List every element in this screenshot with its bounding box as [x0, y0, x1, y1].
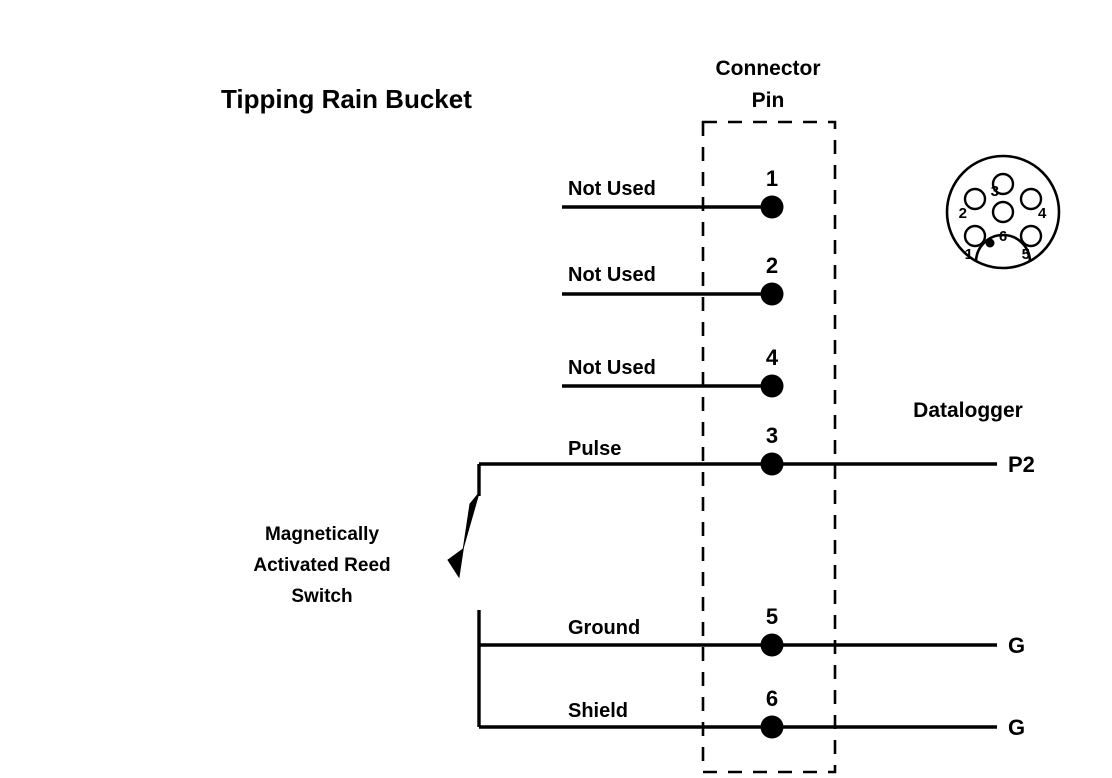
datalogger-terminal: P2	[1008, 452, 1035, 477]
wire-label: Not Used	[568, 178, 656, 200]
wire-label: Not Used	[568, 264, 656, 286]
reed-switch-annotation: Magnetically Activated Reed Switch	[253, 524, 390, 607]
pin-dot	[760, 452, 784, 476]
connector-keying-dot	[985, 238, 995, 248]
pin-dot	[760, 633, 784, 657]
annotation-line-3: Switch	[291, 586, 352, 607]
connector-pin-label-4: 4	[1038, 205, 1047, 222]
reed-switch-blade	[447, 492, 480, 579]
switch-blade-shape	[447, 492, 480, 579]
pin-number: 6	[766, 686, 778, 711]
wire-label: Pulse	[568, 438, 621, 460]
connector-hole-4	[1019, 187, 1043, 211]
datalogger-terminal: G	[1008, 633, 1025, 658]
connector-hole-1	[963, 224, 987, 248]
wire-label: Ground	[568, 617, 640, 639]
connector-pin-header-line2: Pin	[752, 89, 785, 112]
connector-notch-arc	[974, 233, 1032, 263]
connector-pin-label-6: 6	[999, 228, 1007, 245]
wire-label: Shield	[568, 700, 628, 722]
pin-dot	[760, 282, 784, 306]
pin-dot	[760, 715, 784, 739]
connector-pin-header-line1: Connector	[716, 57, 821, 80]
annotation-line-2: Activated Reed	[253, 555, 390, 576]
connector-pin-label-3: 3	[991, 183, 999, 200]
datalogger-terminal: G	[1008, 715, 1025, 740]
page-title: Tipping Rain Bucket	[221, 84, 472, 114]
annotation-line-1: Magnetically	[265, 524, 379, 545]
connector-pin-region-box	[701, 120, 837, 774]
pin-number: 1	[766, 166, 778, 191]
pin-number: 5	[766, 604, 778, 629]
wire-row-shield: Shield 6 G	[479, 686, 1025, 740]
connector-pinout-illustration: 3 2 4 6 1 5	[945, 154, 1061, 270]
connector-pin-label-1: 1	[965, 246, 973, 263]
wire-row-pulse: Pulse 3 P2	[477, 423, 1035, 496]
datalogger-header: Datalogger	[913, 399, 1023, 422]
connector-pin-label-2: 2	[959, 205, 967, 222]
wire-row-not-used-2: Not Used 2	[562, 253, 784, 306]
connector-pin-label-5: 5	[1022, 246, 1030, 263]
wire-label: Not Used	[568, 357, 656, 379]
connector-hole-5	[1019, 224, 1043, 248]
pin-dot	[760, 374, 784, 398]
pin-number: 2	[766, 253, 778, 278]
wire-row-ground: Ground 5 G	[479, 604, 1025, 658]
connector-hole-3	[991, 172, 1015, 196]
connector-hole-6	[991, 200, 1015, 224]
connector-hole-2	[963, 187, 987, 211]
wire-row-not-used-4: Not Used 4	[562, 345, 784, 398]
pin-number: 4	[766, 345, 779, 370]
pin-number: 3	[766, 423, 778, 448]
pin-dot	[760, 195, 784, 219]
wire-row-not-used-1: Not Used 1	[562, 166, 784, 219]
